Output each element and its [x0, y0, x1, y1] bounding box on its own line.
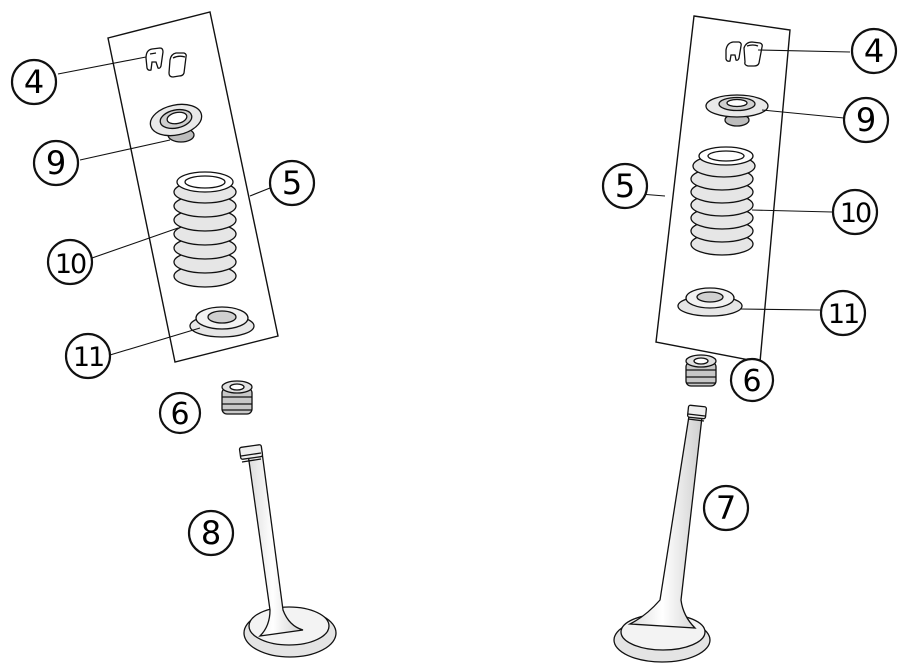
callout-label: 10	[55, 249, 86, 280]
callout-label: 5	[615, 167, 635, 205]
left-keepers-icon	[145, 47, 187, 78]
left-callout-keepers: 4	[10, 58, 58, 106]
callout-label: 7	[716, 489, 736, 527]
callout-label: 8	[201, 514, 221, 552]
left-callout-spring: 10	[46, 238, 94, 286]
right-callout-retainer: 9	[842, 96, 890, 144]
right-callout-seal: 6	[729, 357, 775, 403]
callout-label: 11	[828, 299, 858, 330]
right-valve-seal-icon	[685, 354, 717, 387]
callout-label: 10	[840, 198, 871, 229]
right-callout-spring-seat: 11	[819, 289, 867, 337]
callout-label: 11	[73, 342, 103, 373]
callout-label: 5	[282, 164, 302, 202]
left-callout-valve: 8	[187, 509, 235, 557]
right-leader-lines	[639, 49, 851, 311]
right-valve-icon	[613, 404, 711, 663]
right-callout-keepers: 4	[850, 27, 898, 75]
left-callout-spring-seat: 11	[64, 332, 112, 380]
left-kit-box	[107, 11, 279, 363]
left-leader-lines	[57, 56, 271, 356]
callout-label: 4	[864, 32, 884, 70]
right-spring-seat-icon	[677, 287, 743, 317]
left-valve-spring-icon	[173, 171, 237, 288]
right-callout-kit: 5	[601, 162, 649, 210]
left-spring-seat-icon	[189, 306, 255, 338]
left-spring-retainer-icon	[149, 103, 203, 143]
callout-label: 6	[742, 364, 761, 399]
left-assembly: 4 9 5 10 11 6 8	[10, 11, 337, 658]
callout-label: 9	[46, 144, 66, 182]
right-keepers-icon	[725, 41, 763, 67]
right-callout-spring: 10	[831, 188, 879, 236]
callout-label: 9	[856, 101, 876, 139]
callout-label: 4	[24, 63, 44, 101]
right-assembly: 4 9 5 10 11 6 7	[601, 15, 898, 663]
left-callout-kit: 5	[268, 159, 316, 207]
left-valve-seal-icon	[221, 380, 253, 415]
right-spring-retainer-icon	[705, 94, 769, 127]
callout-label: 6	[170, 397, 189, 432]
left-callout-seal: 6	[158, 391, 202, 435]
right-valve-spring-icon	[690, 146, 756, 256]
right-callout-valve: 7	[702, 484, 750, 532]
left-callout-retainer: 9	[32, 139, 80, 187]
left-valve-icon	[238, 444, 337, 658]
